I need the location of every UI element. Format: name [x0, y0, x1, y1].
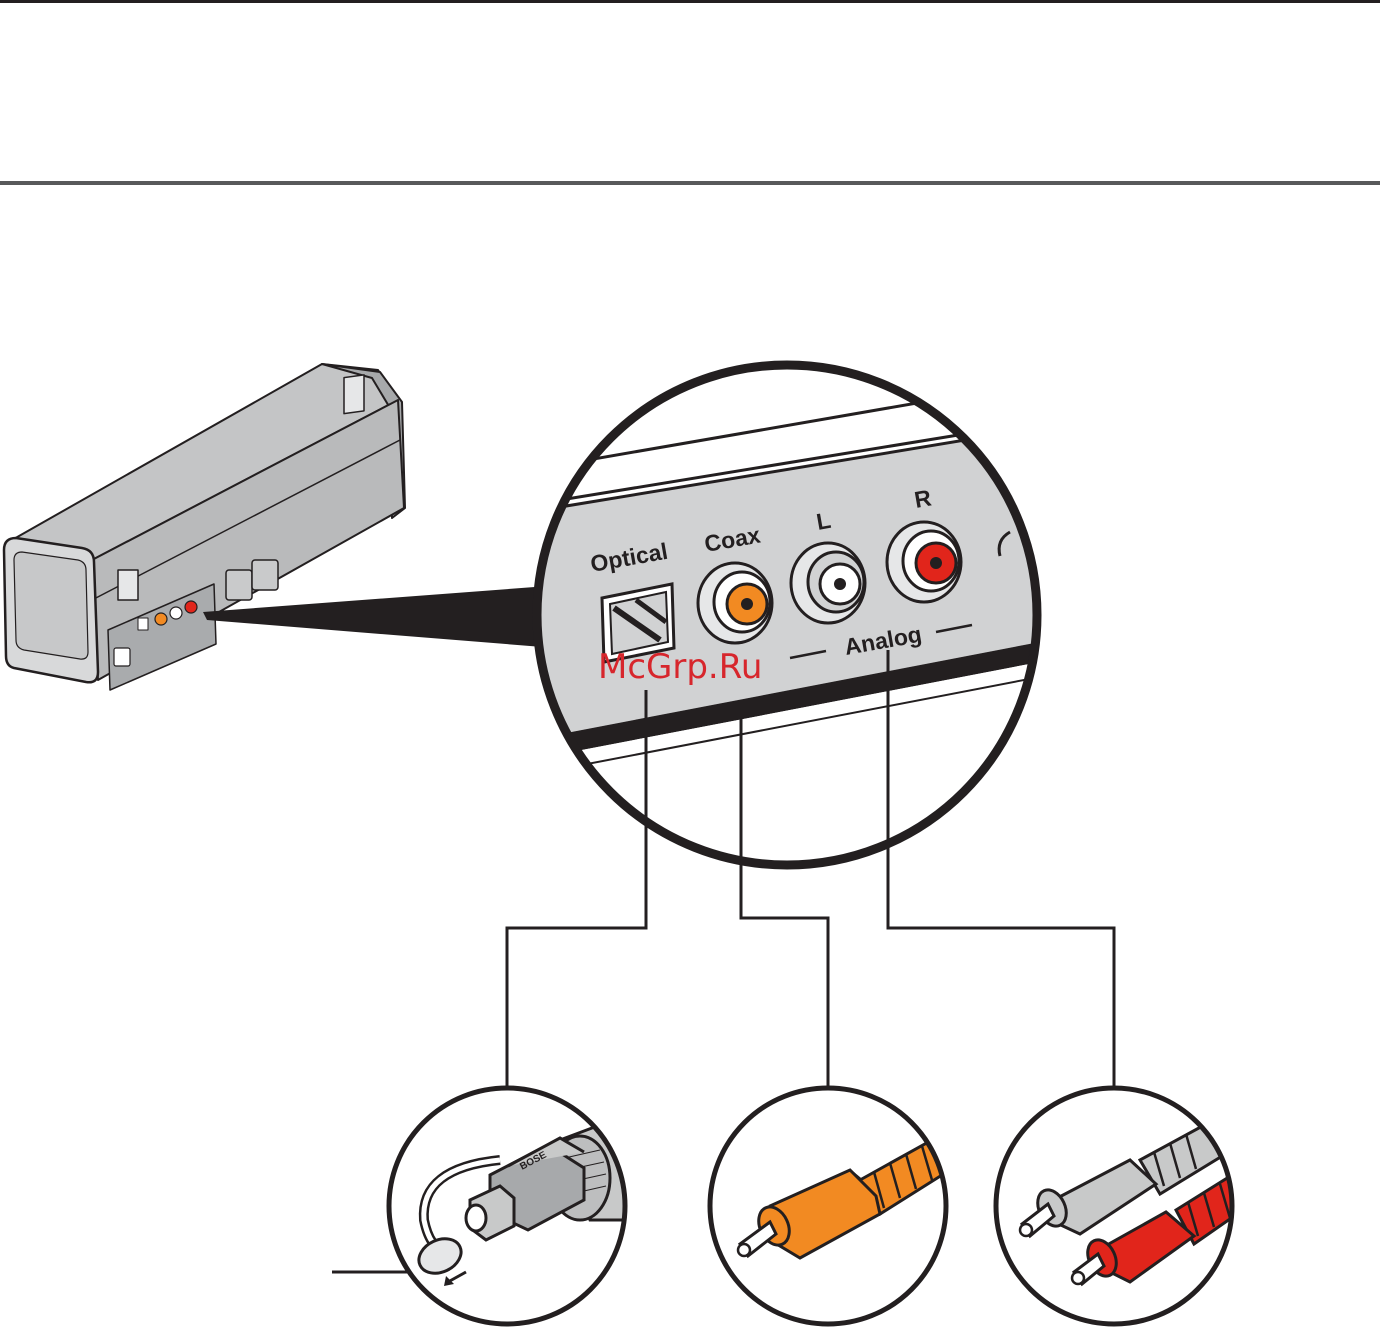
coax-jack: [698, 563, 772, 643]
watermark: McGrp.Ru: [598, 647, 762, 687]
zoom-beam: [203, 586, 555, 648]
optical-cable-illustration: BOSE: [389, 1088, 640, 1324]
analog-right-jack: [887, 522, 961, 602]
console-device: [4, 364, 405, 690]
analog-left-jack: [791, 543, 865, 623]
